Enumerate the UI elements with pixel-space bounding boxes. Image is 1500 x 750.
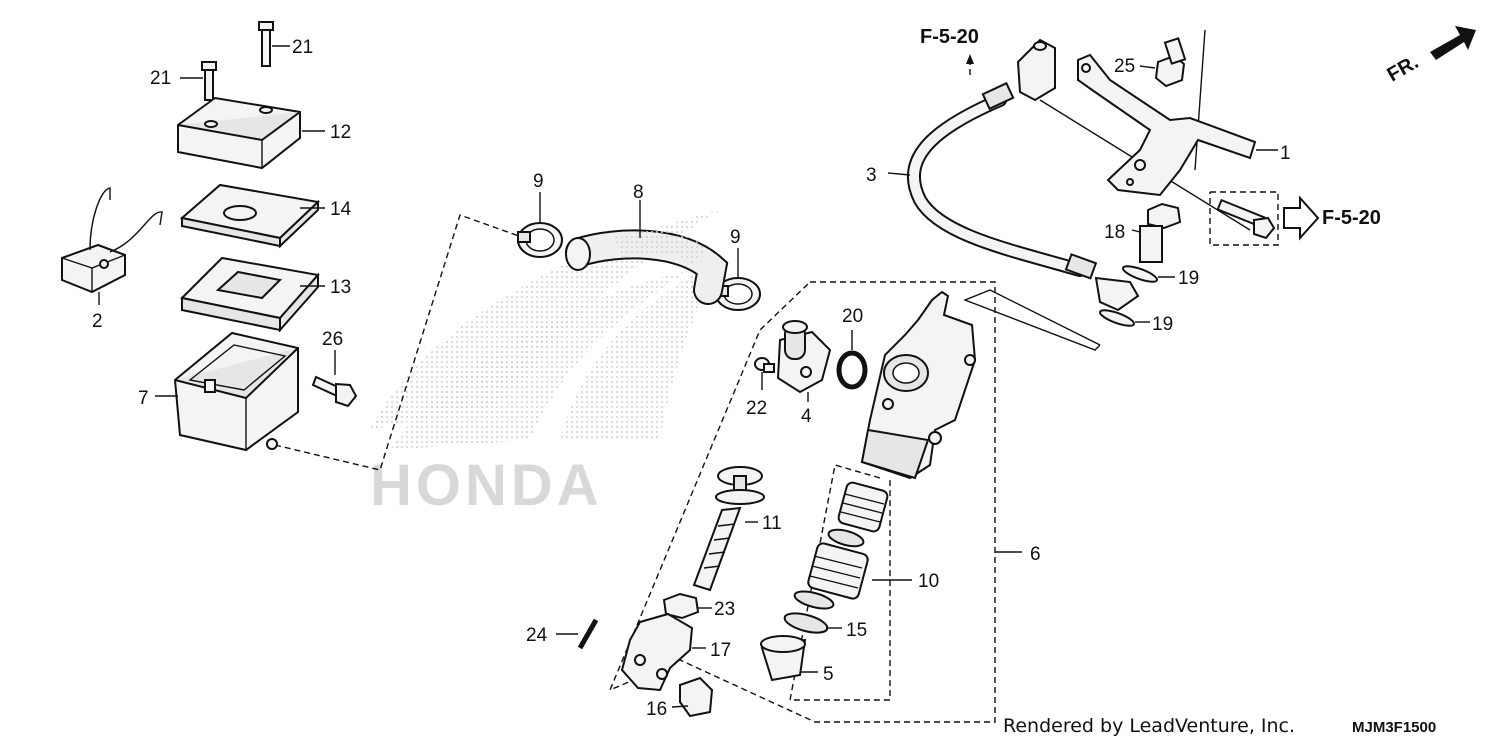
o-ring-part-20	[836, 330, 868, 390]
callout-18: 18	[1104, 222, 1125, 243]
bracket-clip-part-2	[61, 187, 163, 305]
callout-10: 10	[918, 571, 939, 592]
sealing-washer-part-19-b	[1098, 309, 1150, 327]
cotter-pin-part-24	[556, 618, 599, 650]
callout-1: 1	[1280, 143, 1291, 164]
joint-part-4	[776, 320, 832, 402]
banjo-bolt-part-18	[1131, 202, 1182, 263]
callout-3: 3	[866, 165, 877, 186]
callout-14: 14	[330, 199, 352, 220]
master-cylinder-body	[860, 290, 977, 480]
reference-label-top: F-5-20	[920, 26, 979, 48]
reservoir-body-part-7	[155, 331, 299, 452]
hose-clamp-part-9-a	[517, 192, 563, 258]
piston-set-part-10	[793, 481, 912, 610]
callout-26: 26	[322, 329, 343, 350]
callout-2: 2	[92, 311, 103, 332]
screw-part-21-a	[180, 61, 217, 101]
callout-12: 12	[330, 122, 351, 143]
callout-9-a: 9	[533, 171, 544, 192]
bolt-part-25	[1139, 37, 1187, 88]
reservoir-cap-part-12	[177, 96, 325, 170]
front-direction-marker: FR.	[1384, 26, 1476, 86]
clevis-part-17	[620, 612, 706, 692]
callout-8: 8	[633, 182, 644, 203]
callout-labels: 1 2 3 4 5 6 7 8 9 9 10 11 12 13 14 15 16…	[92, 37, 1291, 720]
diaphragm-part-13	[179, 256, 325, 333]
callout-19-b: 19	[1152, 314, 1173, 335]
screw-part-22	[754, 357, 775, 390]
hose-bracket-part-1	[1077, 53, 1278, 197]
callout-25: 25	[1114, 56, 1135, 77]
callout-24: 24	[526, 625, 548, 646]
watermark-text: HONDA	[370, 453, 603, 518]
footer-credit: Rendered by LeadVenture, Inc.	[1003, 715, 1295, 737]
callout-4: 4	[801, 406, 812, 427]
diaphragm-plate-part-14	[179, 183, 325, 249]
push-rod-part-11	[692, 466, 765, 592]
brake-hose-part-3	[887, 38, 1140, 312]
brand-watermark: HONDA	[370, 210, 720, 518]
callout-17: 17	[710, 640, 731, 661]
reservoir-tube-part-8	[565, 200, 729, 305]
seal-part-15	[783, 612, 842, 634]
cap-part-16	[671, 676, 714, 718]
callout-9-b: 9	[730, 227, 741, 248]
callout-23: 23	[714, 599, 735, 620]
callout-15: 15	[846, 620, 867, 641]
callout-6: 6	[1030, 544, 1041, 565]
callout-7: 7	[138, 388, 149, 409]
reference-label-right: F-5-20	[1322, 207, 1381, 229]
direction-arrow-icon	[1430, 26, 1476, 60]
nut-part-23	[662, 592, 712, 620]
callout-19-a: 19	[1178, 268, 1199, 289]
sealing-washer-part-19-a	[1121, 265, 1175, 283]
boot-part-5	[760, 635, 818, 682]
arrow-right-icon	[1283, 195, 1320, 241]
fr-label: FR.	[1384, 51, 1423, 86]
callout-22: 22	[746, 398, 767, 419]
callout-13: 13	[330, 277, 351, 298]
callout-21-b: 21	[292, 37, 313, 58]
bolt-part-26	[311, 350, 358, 408]
footer: Rendered by LeadVenture, Inc. MJM3F1500	[1003, 715, 1436, 737]
callout-11: 11	[762, 513, 782, 534]
callout-5: 5	[823, 664, 834, 685]
callout-16: 16	[646, 699, 667, 720]
callout-20: 20	[842, 306, 863, 327]
callout-21-a: 21	[150, 68, 171, 89]
bolt-right	[1216, 198, 1276, 240]
arrow-up-icon	[966, 54, 974, 64]
leader-lines	[274, 29, 1279, 723]
reference-right: F-5-20	[1283, 195, 1381, 241]
diagram-code: MJM3F1500	[1352, 719, 1436, 736]
reference-top: F-5-20	[920, 26, 979, 64]
screw-part-21-b	[258, 21, 290, 67]
